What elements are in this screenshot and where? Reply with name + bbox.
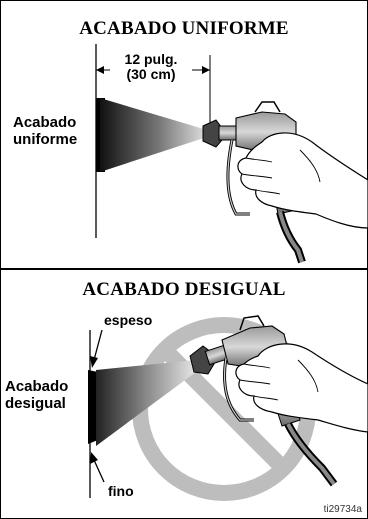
figure-reference: ti29734a [323, 504, 362, 515]
uniform-finish-label-line2: uniforme [13, 131, 78, 148]
thick-label: espeso [104, 312, 153, 328]
uniform-spray-cone [100, 98, 207, 172]
distance-label: 12 pulg. (30 cm) [110, 52, 192, 82]
distance-cm: (30 cm) [126, 66, 176, 82]
uneven-title: ACABADO DESIGUAL [82, 279, 286, 300]
uneven-finish-label-line2: desigual [5, 395, 66, 412]
panel-divider [0, 268, 368, 270]
hand-bottom [235, 343, 368, 433]
thick-arrow [90, 329, 103, 368]
uneven-spray-cone [96, 360, 196, 446]
uniform-finish-label-line1: Acabado [13, 114, 77, 131]
thin-label: fino [108, 483, 134, 499]
uneven-finish-label-line1: Acabado [5, 378, 69, 395]
hand-top [237, 132, 368, 229]
thin-arrow [90, 452, 105, 483]
uneven-finish-bar [88, 370, 98, 444]
distance-inches: 12 pulg. [124, 51, 178, 67]
distance-dimension [96, 55, 211, 132]
uneven-finish-label: Acabado desigual [5, 378, 68, 412]
uniform-finish-label: Acabado uniforme [13, 114, 77, 148]
uniform-title: ACABADO UNIFORME [79, 18, 289, 39]
